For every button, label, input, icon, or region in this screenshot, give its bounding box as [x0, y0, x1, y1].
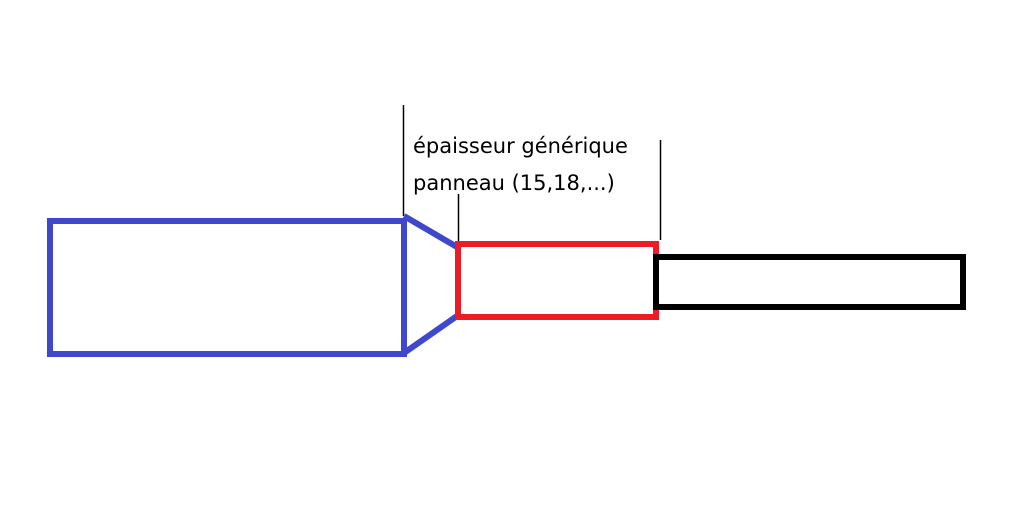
shank-rect [653, 254, 966, 310]
label-line-1: épaisseur générique [413, 134, 628, 158]
tool-body-rect [47, 218, 407, 357]
panel-thickness-rect [455, 241, 659, 320]
taper-line-top [402, 213, 459, 250]
taper-line-bottom [402, 313, 459, 356]
label-line-2: panneau (15,18,...) [413, 171, 615, 195]
